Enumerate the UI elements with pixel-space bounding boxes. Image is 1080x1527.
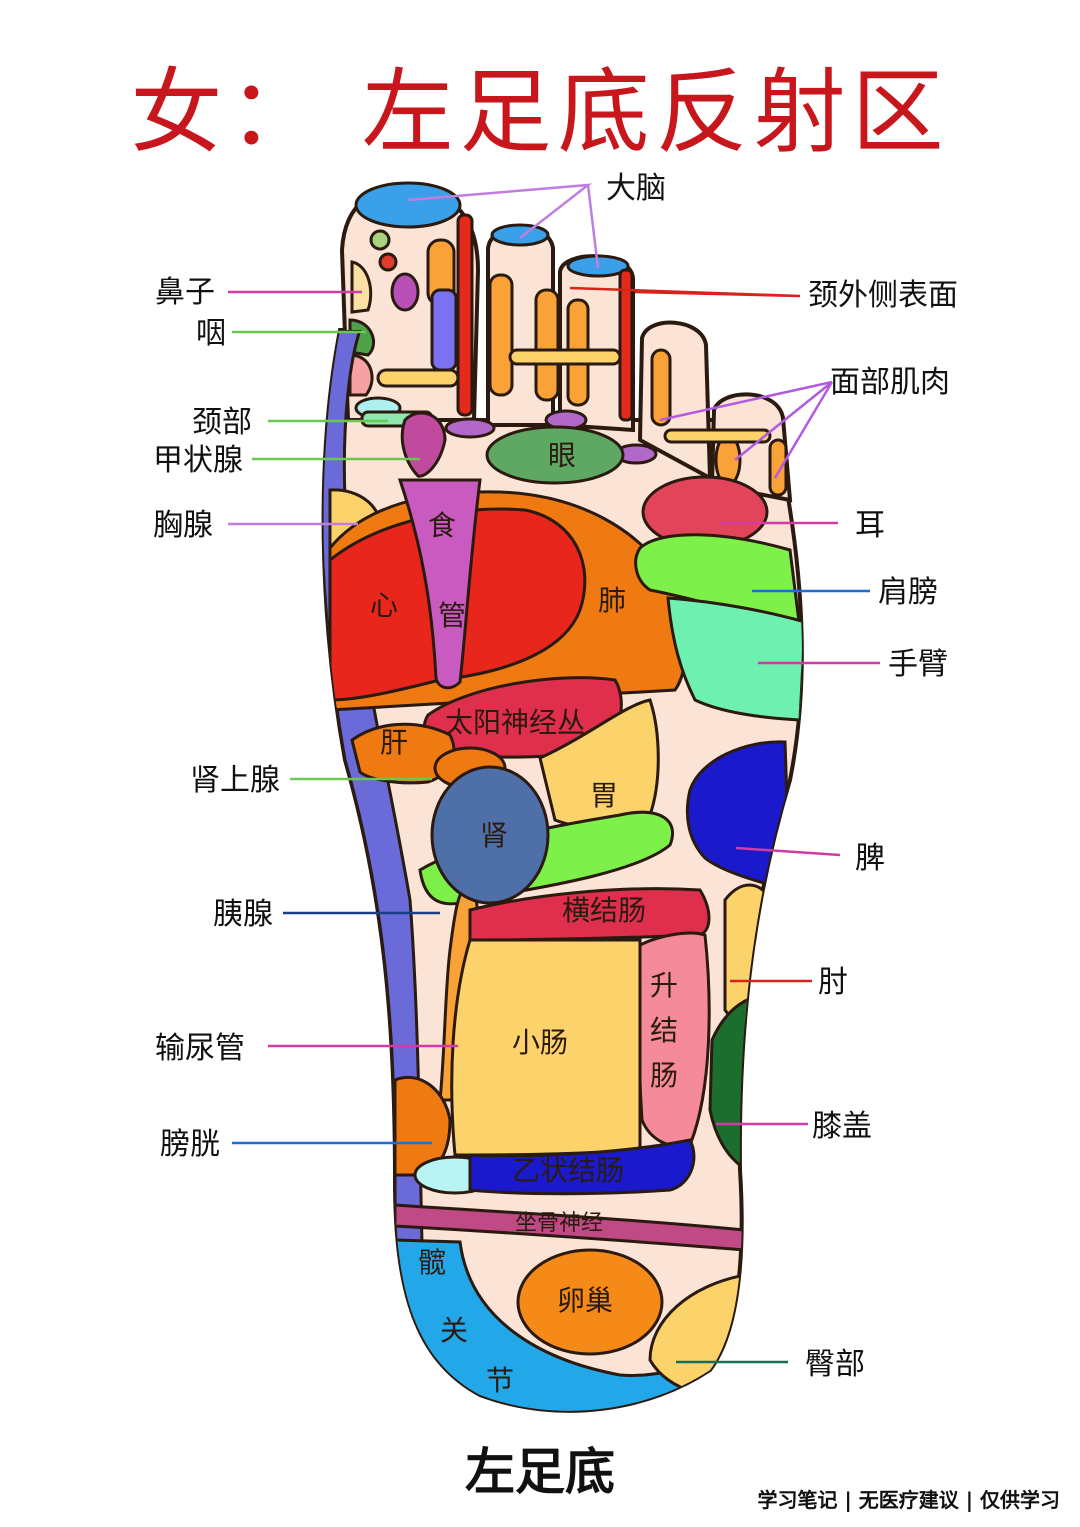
transverse-colon-label: 横结肠 bbox=[562, 894, 646, 927]
esophagus-zone bbox=[397, 478, 482, 690]
page-title: 女： 左足底反射区 bbox=[130, 59, 950, 166]
neck-band-1 bbox=[376, 368, 460, 388]
neck-outer-leader bbox=[569, 286, 801, 298]
orange-strip-5 bbox=[650, 348, 672, 427]
ascending-colon-label-1: 升 bbox=[650, 969, 678, 1002]
nose-dot-3 bbox=[390, 272, 420, 312]
spleen-label: 脾 bbox=[855, 841, 885, 876]
lung-label: 肺 bbox=[598, 584, 626, 617]
sigmoid-colon-label: 乙状结肠 bbox=[512, 1154, 624, 1187]
thyroid-label: 甲状腺 bbox=[153, 443, 243, 478]
nose-label: 鼻子 bbox=[155, 275, 215, 310]
heart-label: 心 bbox=[370, 589, 398, 622]
solar-plexus-label: 太阳神经丛 bbox=[445, 706, 585, 739]
ovary-zone bbox=[516, 1248, 664, 1356]
neck-band-2 bbox=[508, 348, 622, 366]
sigmoid-colon-zone bbox=[468, 1138, 696, 1196]
adrenal-label: 肾上腺 bbox=[190, 763, 280, 798]
esophagus-label-2: 管 bbox=[438, 599, 466, 632]
neck-outer-strip-2 bbox=[618, 268, 634, 422]
kidney-zone bbox=[430, 765, 550, 905]
nose-dot-1 bbox=[369, 229, 391, 251]
brain-zone-toe-2 bbox=[490, 223, 550, 247]
elbow-label: 肘 bbox=[818, 965, 848, 1000]
eye-zone bbox=[485, 425, 625, 485]
spleen-zone bbox=[685, 740, 792, 892]
liver-label: 肝 bbox=[380, 726, 408, 759]
knee-label: 膝盖 bbox=[812, 1109, 872, 1144]
small-intestine-label: 小肠 bbox=[512, 1026, 568, 1059]
eye-label: 眼 bbox=[548, 439, 576, 472]
toe-purple-end-1 bbox=[444, 417, 496, 439]
arm-label: 手臂 bbox=[888, 647, 948, 682]
bladder-label: 膀胱 bbox=[160, 1127, 220, 1162]
brain-label: 大脑 bbox=[606, 171, 666, 206]
esophagus-label-1: 食 bbox=[428, 509, 456, 542]
pancreas-label: 胰腺 bbox=[213, 897, 273, 932]
orange-strip-3 bbox=[534, 288, 560, 402]
hip-joint-label-1: 髋 bbox=[418, 1246, 446, 1279]
pharynx-label: 咽 bbox=[196, 316, 226, 351]
buttock-label: 臀部 bbox=[805, 1347, 865, 1382]
ureter-label: 输尿管 bbox=[155, 1031, 245, 1066]
nose-dot-2 bbox=[378, 252, 398, 272]
brain-zone-big-toe bbox=[354, 181, 462, 229]
sciatic-nerve-label: 坐骨神经 bbox=[515, 1211, 603, 1236]
shoulder-label: 肩膀 bbox=[878, 575, 938, 610]
thyroid-zone bbox=[400, 411, 447, 478]
facial-muscle-leader bbox=[659, 380, 834, 479]
arm-zone bbox=[666, 596, 802, 722]
neck-outer-strip-1 bbox=[456, 213, 474, 417]
ascending-colon-label-3: 肠 bbox=[650, 1059, 678, 1092]
thymus-label: 胸腺 bbox=[153, 508, 213, 543]
orange-strip-2 bbox=[488, 273, 514, 397]
ovary-label: 卵巢 bbox=[557, 1284, 613, 1317]
neck-band-3 bbox=[663, 428, 772, 444]
neck-outer-label: 颈外侧表面 bbox=[808, 278, 958, 313]
spleen-leader bbox=[735, 846, 841, 857]
ear-label: 耳 bbox=[855, 508, 885, 543]
stomach-label: 胃 bbox=[590, 779, 618, 812]
orange-strip-6 bbox=[768, 438, 788, 497]
footer-note: 学习笔记 | 无医疗建议 | 仅供学习 bbox=[757, 1488, 1060, 1512]
nose-zone bbox=[350, 260, 373, 314]
neck-label: 颈部 bbox=[192, 405, 252, 440]
hip-joint-label-2: 关 bbox=[440, 1314, 468, 1347]
brain-leader bbox=[407, 183, 600, 269]
hip-joint-label-3: 节 bbox=[486, 1364, 514, 1397]
purple-strip-1 bbox=[430, 288, 458, 372]
facial-muscle-label: 面部肌肉 bbox=[830, 365, 950, 400]
bottom-title: 左足底 bbox=[465, 1443, 615, 1501]
nose-pink-zone bbox=[348, 353, 374, 397]
ascending-colon-label-2: 结 bbox=[650, 1014, 678, 1047]
kidney-label: 肾 bbox=[480, 819, 508, 852]
